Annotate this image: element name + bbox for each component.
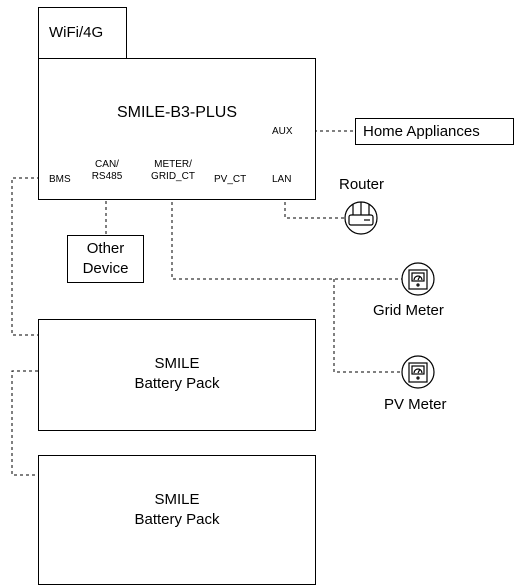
battery-pack-2: SMILE Battery Pack: [38, 455, 316, 585]
pv-meter-connection: [333, 279, 402, 373]
other-device-label: Other Device: [68, 239, 143, 279]
inverter-box: SMILE-B3-PLUS AUX BMS CAN/ RS485 METER/ …: [38, 58, 316, 200]
can-port-label-line1: CAN/: [95, 159, 119, 170]
battery-pack-1: SMILE Battery Pack: [38, 319, 316, 431]
other-device-label-line1: Other: [86, 240, 125, 257]
pv-meter-icon: [401, 355, 435, 389]
aux-port-label: AUX: [272, 126, 293, 137]
battery-pack-2-line2: Battery Pack: [134, 511, 220, 528]
home-appliances-label: Home Appliances: [363, 123, 480, 140]
router-icon: [344, 201, 378, 235]
grid-meter-icon: [401, 262, 435, 296]
battery-link-connection: [11, 370, 38, 476]
meter-port-label-line1: METER/: [154, 159, 192, 170]
other-device-box: Other Device: [67, 235, 144, 283]
battery-pack-2-label: SMILE Battery Pack: [39, 490, 315, 530]
inverter-name: SMILE-B3-PLUS: [116, 104, 238, 121]
lan-connection: [284, 184, 345, 219]
home-appliances-box: Home Appliances: [355, 118, 514, 145]
bms-port-label: BMS: [49, 174, 71, 185]
pv-ct-port-label: PV_CT: [214, 174, 247, 185]
wifi-module-label: WiFi/4G: [49, 24, 104, 41]
battery-pack-1-label: SMILE Battery Pack: [39, 354, 315, 394]
battery-pack-1-line1: SMILE: [154, 355, 200, 372]
meter-port-label-line2: GRID_CT: [151, 171, 195, 182]
wifi-module-box: WiFi/4G: [38, 7, 127, 59]
router-label: Router: [339, 176, 385, 193]
battery-pack-2-line1: SMILE: [154, 491, 200, 508]
lan-port-label: LAN: [272, 174, 292, 185]
meter-port-label: METER/ GRID_CT: [142, 159, 204, 183]
pv-meter-label: PV Meter: [384, 396, 447, 413]
grid-meter-label: Grid Meter: [373, 302, 444, 319]
bms-connection: [11, 177, 46, 336]
can-port-label: CAN/ RS485: [85, 159, 129, 183]
connection-diagram: [11, 130, 435, 476]
can-port-label-line2: RS485: [91, 171, 123, 182]
grid-meter-connection: [171, 184, 402, 280]
other-device-label-line2: Device: [82, 260, 129, 277]
battery-pack-1-line2: Battery Pack: [134, 375, 220, 392]
